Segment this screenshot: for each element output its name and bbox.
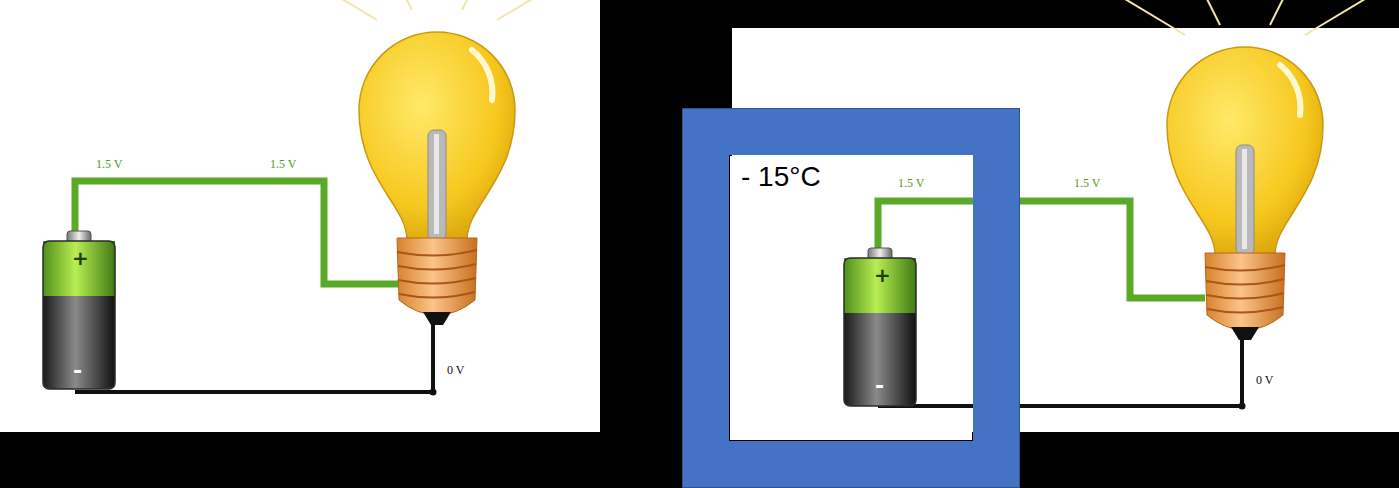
battery-terminal: - (73, 360, 82, 382)
battery-terminal: - (875, 375, 884, 397)
voltage-label: 1.5 V (898, 177, 924, 189)
voltage-label: 0 V (1256, 374, 1273, 386)
voltage-label: 1.5 V (270, 158, 296, 170)
voltage-label: 1.5 V (1074, 177, 1100, 189)
voltage-label: 1.5 V (96, 158, 122, 170)
battery-terminal: + (874, 265, 891, 285)
cold-chamber: - 15°C (682, 108, 1020, 488)
temperature-label: - 15°C (739, 159, 823, 195)
voltage-label: 0 V (447, 364, 464, 376)
battery-terminal: + (72, 248, 89, 268)
